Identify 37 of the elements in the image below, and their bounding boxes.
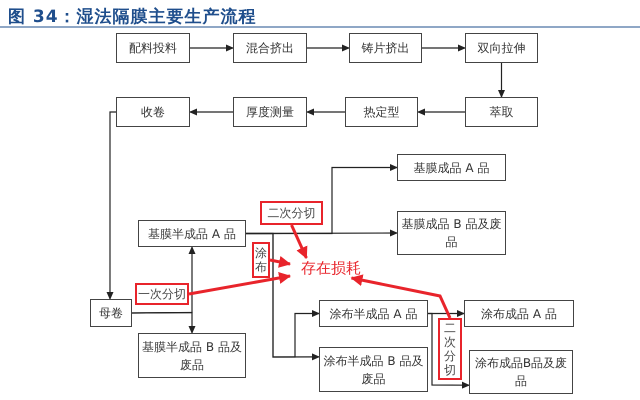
process-box: 母卷 bbox=[90, 299, 132, 327]
arrow bbox=[189, 108, 233, 116]
process-box: 厚度测量 bbox=[233, 97, 307, 127]
process-box: 涂布半成品 B 品及废品 bbox=[319, 347, 428, 392]
process-label-box: 一次分切 bbox=[135, 283, 189, 305]
diagram-title: 图 34：湿法隔膜主要生产流程 bbox=[8, 6, 257, 28]
process-box: 混合挤出 bbox=[233, 33, 307, 63]
process-box: 基膜半成品 A 品 bbox=[138, 220, 246, 247]
arrow bbox=[106, 111, 116, 300]
process-box: 萃取 bbox=[465, 97, 538, 127]
process-box: 铸片挤出 bbox=[349, 33, 422, 63]
process-box: 收卷 bbox=[116, 97, 190, 127]
process-label-box: 涂布 bbox=[252, 242, 270, 278]
process-box: 涂布半成品 A 品 bbox=[319, 300, 428, 327]
process-box: 配料投料 bbox=[116, 33, 190, 63]
arrow bbox=[132, 312, 196, 334]
arrow bbox=[498, 63, 505, 98]
process-box: 基膜成品 A 品 bbox=[397, 154, 506, 181]
loss-label: 存在损耗 bbox=[290, 258, 372, 278]
process-box: 涂布成品 A 品 bbox=[464, 300, 574, 327]
arrow bbox=[350, 274, 452, 319]
process-box: 双向拉伸 bbox=[465, 33, 538, 63]
process-label-box: 二次分切 bbox=[438, 318, 462, 380]
arrow bbox=[417, 108, 465, 116]
arrow bbox=[290, 224, 308, 259]
arrow bbox=[428, 312, 470, 389]
arrow bbox=[270, 256, 291, 268]
process-box: 涂布成品B品及废品 bbox=[469, 350, 573, 394]
arrow bbox=[190, 44, 234, 52]
process-box: 基膜半成品 B 品及废品 bbox=[138, 333, 246, 378]
arrow bbox=[307, 44, 350, 52]
arrow bbox=[306, 108, 345, 116]
process-box: 基膜成品 B 品及废品 bbox=[397, 211, 506, 255]
arrow bbox=[422, 44, 466, 52]
arrow bbox=[188, 272, 291, 296]
process-label-box: 二次分切 bbox=[260, 201, 323, 225]
process-box: 热定型 bbox=[345, 97, 418, 127]
